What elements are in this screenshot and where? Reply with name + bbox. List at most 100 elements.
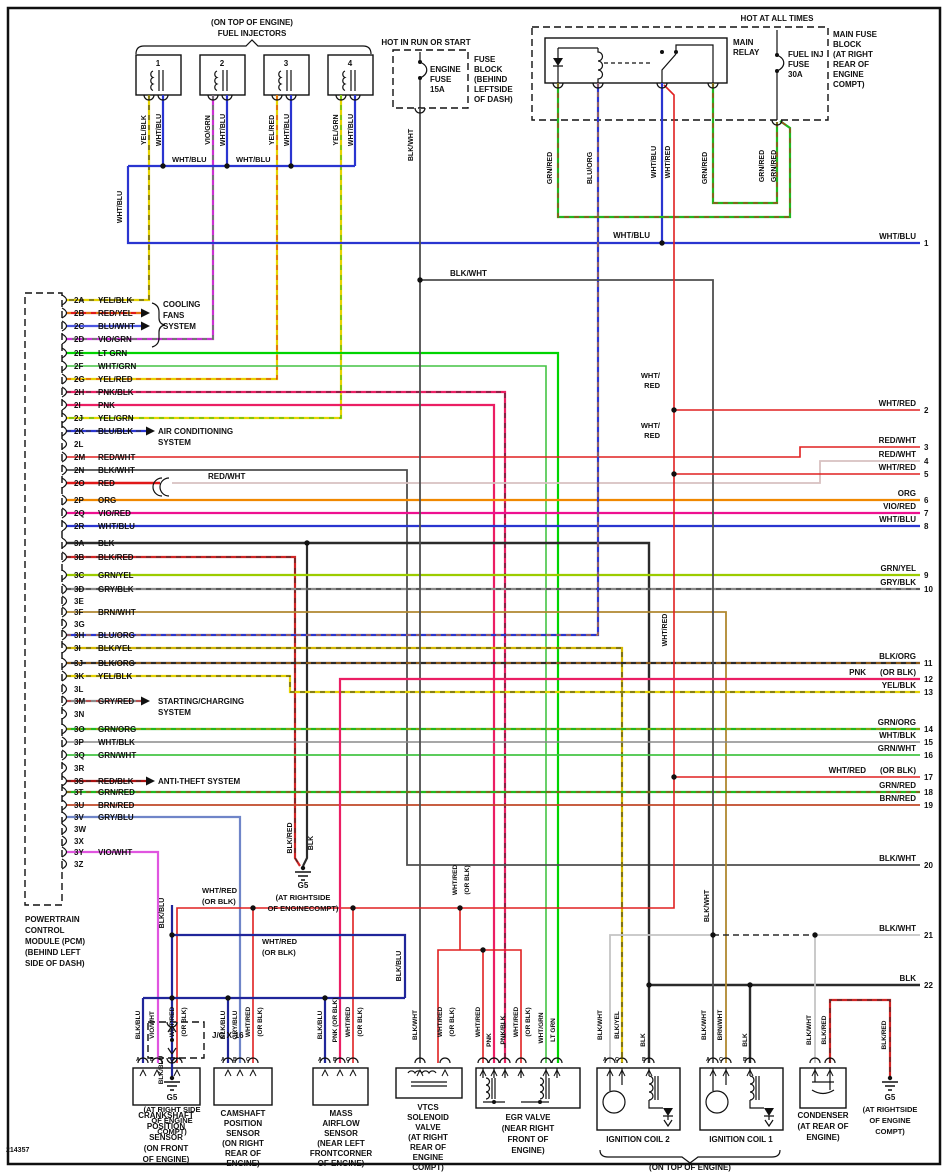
pcm-pin-2A bbox=[61, 294, 68, 306]
wire-label: SENSOR bbox=[149, 1133, 183, 1142]
wire-label: PNK/BLK bbox=[500, 1015, 507, 1044]
injector-1-number: 1 bbox=[156, 59, 161, 68]
pcm-pin-id-2A: 2A bbox=[74, 296, 84, 305]
wire-label: OF DASH) bbox=[474, 95, 513, 104]
ground-g5-right bbox=[882, 1081, 898, 1091]
wire-label: (NEAR RIGHT bbox=[502, 1124, 555, 1133]
wire-label: BLK/YEL bbox=[614, 1011, 621, 1039]
wire-label: FUEL INJ bbox=[788, 50, 823, 59]
pcm-pin-color-3K: YEL/BLK bbox=[98, 672, 132, 681]
pcm-pin-3N bbox=[61, 708, 68, 720]
pcm-pin-color-3Y: VIO/WHT bbox=[98, 848, 132, 857]
pcm-pin-3R bbox=[61, 762, 68, 774]
wire-maf-pnk bbox=[338, 677, 920, 1063]
junction-dot bbox=[671, 471, 677, 477]
pcm-pin-id-2E: 2E bbox=[74, 349, 84, 358]
pcm-pin-color-3T: GRN/RED bbox=[98, 788, 135, 797]
wire-3i-blk-yel-stripe bbox=[66, 647, 623, 1063]
wire-label: WHT/RED bbox=[345, 1007, 352, 1038]
terminal-bump bbox=[540, 1057, 552, 1064]
terminal-bump bbox=[143, 94, 155, 101]
wire-3i-blk-yel bbox=[66, 646, 624, 1063]
wire-relay-grn-red-right bbox=[711, 83, 779, 205]
pcm-pin-2I bbox=[61, 399, 68, 411]
terminal-bump bbox=[334, 1057, 346, 1064]
terminal-bump bbox=[285, 94, 297, 101]
pcm-pin-id-3X: 3X bbox=[74, 837, 84, 846]
pcm-pin-3L bbox=[61, 683, 68, 695]
terminal-bump bbox=[499, 1057, 511, 1064]
terminal-bump bbox=[656, 82, 668, 89]
wire-blk-wht-branch bbox=[420, 279, 714, 1063]
wire-label: WHT/RED bbox=[665, 146, 672, 179]
fuel-inj-fuse-symbol bbox=[776, 30, 785, 120]
terminal-bump bbox=[137, 1057, 149, 1064]
wire-label: BLK/BLU bbox=[159, 898, 166, 929]
terminal-7-number: 7 bbox=[924, 509, 929, 518]
wire-label: (OR BLK) bbox=[262, 948, 296, 957]
wire-label: RED/WHT bbox=[208, 472, 245, 481]
terminal-6-label: ORG bbox=[898, 489, 916, 498]
wire-label: WHT/RED bbox=[475, 1007, 482, 1038]
terminal-arrow bbox=[479, 1068, 487, 1077]
pcm-pin-3C bbox=[61, 569, 68, 581]
terminal-13-number: 13 bbox=[924, 688, 933, 697]
terminal-12-label: PNK bbox=[849, 668, 866, 677]
wire-label: FUSE bbox=[474, 55, 496, 64]
wire-label: ENGINE) bbox=[806, 1133, 840, 1142]
terminal-2-label: WHT/RED bbox=[879, 399, 917, 408]
wire-label: VIO/GRN bbox=[205, 115, 212, 145]
wire-label: BLK/RED bbox=[821, 1015, 828, 1044]
wire-label: COOLING bbox=[163, 300, 200, 309]
junction-dot bbox=[887, 1075, 893, 1081]
junction-dot bbox=[300, 865, 306, 871]
injector-1-symbol bbox=[150, 70, 164, 92]
pcm-pin-id-2B: 2B bbox=[74, 309, 84, 318]
junction-dot bbox=[288, 163, 294, 169]
vtcs-solenoid-box bbox=[395, 1067, 463, 1099]
wire-label: GRN/RED bbox=[702, 152, 709, 184]
pcm-pin-id-3V: 3V bbox=[74, 813, 84, 822]
pcm-pin-id-3A: 3A bbox=[74, 539, 84, 548]
pcm-pin-3A bbox=[61, 537, 68, 549]
wire-label: J/C X-16 bbox=[212, 1031, 244, 1040]
pcm-pin-3M bbox=[61, 695, 68, 707]
arrow-cooling-fans-1 bbox=[141, 308, 150, 318]
ground-g5-left bbox=[164, 1081, 180, 1091]
terminal-15-number: 15 bbox=[924, 738, 933, 747]
terminal-bump bbox=[271, 94, 283, 101]
terminal-17-number: 17 bbox=[924, 773, 933, 782]
wire-3a-ground-branch bbox=[302, 543, 309, 867]
pcm-pin-id-3C: 3C bbox=[74, 571, 84, 580]
wire-row21-left bbox=[609, 934, 713, 1063]
ignition-coil-2-box bbox=[596, 1067, 681, 1131]
egr-solenoid-1-symbol bbox=[482, 1068, 506, 1103]
pcm-pin-id-2C: 2C bbox=[74, 322, 84, 331]
brace-fuel-injectors bbox=[135, 39, 372, 55]
pcm-pin-id-3R: 3R bbox=[74, 764, 84, 773]
terminal-11-label: BLK/ORG bbox=[879, 652, 916, 661]
pcm-pin-color-2N: BLK/WHT bbox=[98, 466, 135, 475]
wire-label: SYSTEM bbox=[163, 322, 196, 331]
terminal-21-number: 21 bbox=[924, 931, 933, 940]
pcm-pin-2N bbox=[61, 464, 68, 476]
pcm-pin-id-3M: 3M bbox=[74, 697, 85, 706]
pcm-pin-3Z bbox=[61, 858, 68, 870]
wire-label: WHT/RED bbox=[202, 886, 238, 895]
pcm-pin-2C bbox=[61, 320, 68, 332]
wire-label: WHT/GRN bbox=[538, 1012, 545, 1043]
wire-label: BLK bbox=[308, 836, 315, 850]
pcm-pin-id-3L: 3L bbox=[74, 685, 83, 694]
pcm-pin-3F bbox=[61, 606, 68, 618]
pcm-pin-2L bbox=[61, 438, 68, 450]
wire-label: BLK/BLU bbox=[158, 1055, 165, 1084]
junction-dot bbox=[160, 163, 166, 169]
junction-dot bbox=[418, 60, 422, 64]
terminal-bump bbox=[439, 1057, 451, 1064]
wire-inj1-yel-blk bbox=[66, 95, 151, 302]
terminal-14-number: 14 bbox=[924, 725, 933, 734]
wire-label: BLK/WHT bbox=[408, 128, 415, 161]
wire-label: BLK/WHT bbox=[701, 1010, 708, 1040]
